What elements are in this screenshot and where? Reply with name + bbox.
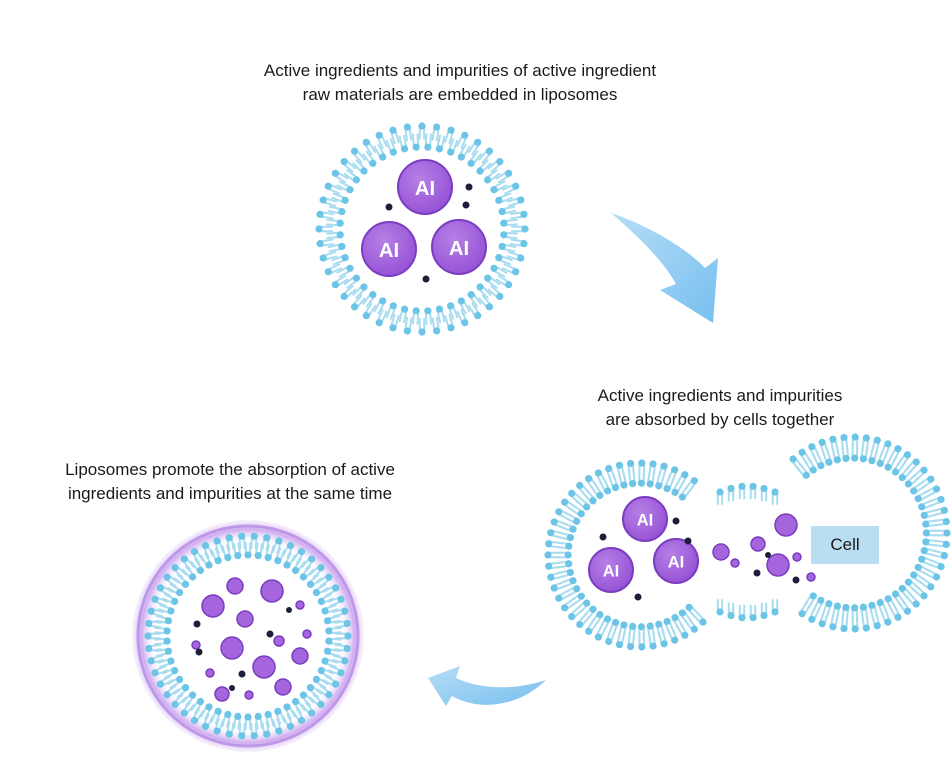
active-ingredient: AI: [653, 538, 699, 584]
impurity: [238, 670, 246, 678]
small-particle: [750, 536, 766, 552]
active-ingredient: AI: [431, 219, 487, 275]
small-particle: [252, 655, 276, 679]
small-particle: [220, 636, 244, 660]
small-particle: [201, 594, 225, 618]
active-ingredient-label: AI: [449, 238, 469, 260]
impurity: [792, 576, 800, 584]
caption-step-2-line-1: Active ingredients and impurities: [597, 386, 843, 405]
impurity: [385, 203, 393, 211]
cell-label: Cell: [811, 526, 879, 564]
impurity: [753, 569, 761, 577]
small-particle: [774, 513, 798, 537]
caption-step-2: Active ingredients and impurities are ab…: [560, 384, 880, 432]
small-particle: [236, 610, 254, 628]
small-particle: [766, 553, 790, 577]
caption-step-3-line-2: ingredients and impurities at the same t…: [67, 484, 393, 503]
small-particle: [205, 668, 215, 678]
caption-step-1-line-2: raw materials are embedded in liposomes: [302, 85, 618, 104]
small-particle: [295, 600, 305, 610]
active-ingredient-label: AI: [603, 563, 620, 581]
bilayer: [315, 122, 529, 336]
active-ingredient-label: AI: [637, 512, 654, 530]
impurity: [195, 648, 203, 656]
active-ingredient: AI: [622, 496, 668, 542]
liposome-absorbed: [132, 520, 364, 752]
caption-step-1: Active ingredients and impurities of act…: [200, 59, 720, 107]
impurity: [465, 183, 473, 191]
impurity: [229, 685, 235, 691]
small-particle: [273, 635, 285, 647]
small-particle: [792, 552, 802, 562]
small-particle: [291, 647, 309, 665]
active-ingredient-label: AI: [415, 178, 435, 200]
impurity: [422, 275, 430, 283]
caption-step-1-line-1: Active ingredients and impurities of act…: [263, 61, 657, 80]
impurity: [634, 593, 642, 601]
impurity: [765, 552, 771, 558]
impurity: [599, 533, 607, 541]
active-ingredient: AI: [588, 547, 634, 593]
caption-step-3-line-1: Liposomes promote the absorption of acti…: [65, 460, 395, 479]
active-ingredient-label: AI: [379, 240, 399, 262]
caption-step-2-line-2: are absorbed by cells together: [605, 410, 835, 429]
active-ingredient-label: AI: [668, 554, 685, 572]
impurity: [266, 630, 274, 638]
small-particle: [712, 543, 730, 561]
small-particle: [226, 577, 244, 595]
small-particle: [260, 579, 284, 603]
arrow-left-icon: [428, 666, 546, 706]
impurity: [193, 620, 201, 628]
impurity: [684, 537, 692, 545]
active-ingredient: AI: [361, 221, 417, 277]
impurity: [286, 607, 292, 613]
liposome-with-contents: AI AI AI: [315, 122, 529, 336]
bilayer: [144, 532, 352, 740]
small-particle: [274, 678, 292, 696]
small-particle: [244, 690, 254, 700]
impurity: [672, 517, 680, 525]
small-particle: [302, 629, 312, 639]
small-particle: [806, 572, 816, 582]
impurity: [462, 201, 470, 209]
caption-step-3: Liposomes promote the absorption of acti…: [20, 458, 440, 506]
cell-membrane-fusion: AI AI AI: [544, 433, 951, 651]
small-particle: [730, 558, 740, 568]
small-particle: [214, 686, 230, 702]
active-ingredient: AI: [397, 159, 453, 215]
small-particle: [191, 640, 201, 650]
arrow-down-right-icon: [611, 213, 718, 323]
